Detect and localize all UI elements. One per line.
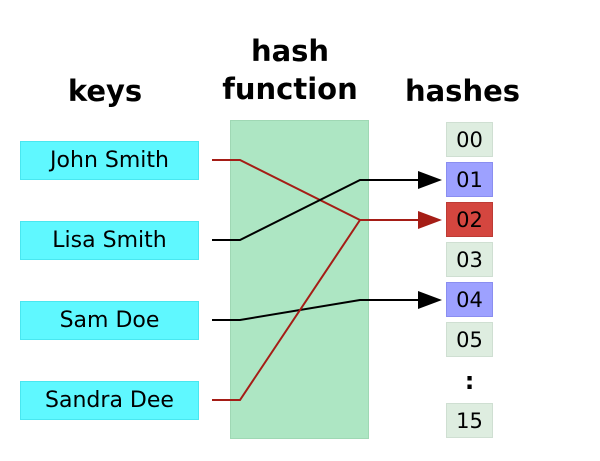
hashes-heading: hashes: [404, 74, 521, 108]
arrow-lisa-smith-to-01: [212, 179, 420, 241]
hash-bucket-04: 04: [446, 282, 493, 317]
arrowhead-to-04: [418, 291, 442, 309]
key-box-sam-doe: Sam Doe: [20, 301, 199, 340]
hash-function-box: [230, 120, 369, 439]
keys-heading: keys: [67, 74, 143, 108]
hash-function-heading: hash function: [200, 32, 380, 108]
hash-bucket-03: 03: [446, 242, 493, 277]
hash-bucket-ellipsis: :: [464, 367, 475, 395]
hash-function-heading-line2: function: [222, 72, 358, 106]
hash-bucket-00: 00: [446, 122, 493, 157]
hash-bucket-15: 15: [446, 403, 493, 438]
arrowhead-to-01: [418, 171, 442, 189]
hash-function-heading-line1: hash: [250, 34, 330, 68]
key-box-sandra-dee: Sandra Dee: [20, 381, 199, 420]
arrow-sandra-dee-to-02: [212, 219, 361, 401]
arrow-sam-doe-to-04: [212, 299, 420, 321]
key-box-john-smith: John Smith: [20, 141, 199, 180]
hash-bucket-01: 01: [446, 162, 493, 197]
hash-bucket-05: 05: [446, 322, 493, 357]
hash-bucket-02: 02: [446, 202, 493, 237]
arrowhead-to-02: [418, 211, 442, 229]
key-box-lisa-smith: Lisa Smith: [20, 221, 199, 260]
arrow-john-smith-to-02: [212, 159, 420, 221]
